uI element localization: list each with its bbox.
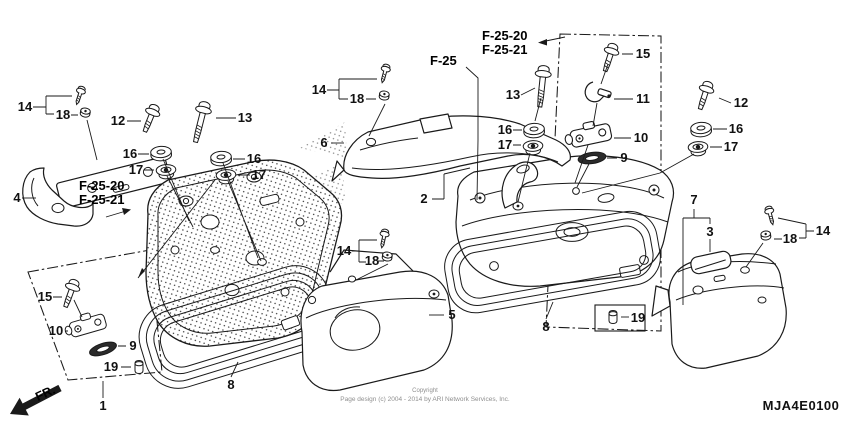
- callout-13-rear[interactable]: 13: [506, 87, 520, 102]
- part-14-screw-b: [377, 62, 392, 85]
- part-14-screw-c: [376, 227, 391, 250]
- callout-9-left[interactable]: 9: [129, 338, 136, 353]
- part-16-washer-a: [149, 145, 173, 162]
- part-14-screw-d: [763, 204, 778, 227]
- chain-box-group-1: [27, 249, 163, 381]
- callout-3[interactable]: 3: [706, 224, 713, 239]
- callout-15-left[interactable]: 15: [38, 289, 52, 304]
- callout-13-left[interactable]: 13: [238, 110, 252, 125]
- callout-5[interactable]: 5: [448, 307, 455, 322]
- part-19-plug-a: [134, 360, 144, 374]
- callout-17-rear-a[interactable]: 17: [498, 137, 512, 152]
- part-18-nut-c: [381, 250, 394, 263]
- part-16-washer-d: [689, 121, 713, 138]
- ref-f25-20-left[interactable]: F-25-20: [79, 178, 125, 193]
- callout-1[interactable]: 1: [99, 398, 106, 413]
- part-13-bolt-b: [531, 64, 553, 109]
- callout-7[interactable]: 7: [690, 192, 697, 207]
- callout-11[interactable]: 11: [636, 91, 650, 106]
- ref-f25[interactable]: F-25: [430, 53, 457, 68]
- leader-lines: [22, 53, 814, 398]
- part-19-plug-b: [608, 310, 618, 324]
- ref-arrow-f25-20-21-left: [105, 208, 131, 218]
- part-2-rear-cylinder-head-cover: [455, 155, 675, 287]
- part-10-bracket-a: [61, 308, 108, 340]
- callout-19-left[interactable]: 19: [104, 359, 118, 374]
- callout-18-center-top[interactable]: 18: [350, 91, 364, 106]
- part-14-screw-a: [71, 84, 88, 107]
- part-3-rubber-pad: [690, 250, 732, 275]
- callout-10-left[interactable]: 10: [49, 323, 63, 338]
- ref-arrow-f25-20-21-top: [538, 36, 566, 46]
- callout-4[interactable]: 4: [13, 190, 21, 205]
- part-15-bolt-b: [597, 40, 622, 74]
- callout-6[interactable]: 6: [320, 135, 327, 150]
- callout-14-top-left[interactable]: 14: [18, 99, 33, 114]
- fr-direction-arrow: FR.: [10, 383, 62, 416]
- callout-17-left-b[interactable]: 17: [252, 167, 266, 182]
- callout-9-rear[interactable]: 9: [620, 150, 627, 165]
- part-10-bracket-b: [562, 117, 613, 150]
- part-4-stay-bracket: [22, 167, 94, 227]
- callout-18-right[interactable]: 18: [783, 231, 797, 246]
- callout-17-left-a[interactable]: 17: [129, 162, 143, 177]
- part-18-nut-d: [760, 230, 772, 241]
- ref-f25-20-top[interactable]: F-25-20: [482, 28, 528, 43]
- callout-17-rear-b[interactable]: 17: [724, 139, 738, 154]
- callout-19-right[interactable]: 19: [631, 310, 645, 325]
- part-16-washer-b: [209, 150, 233, 167]
- part-9-gasket-a: [87, 338, 119, 360]
- part-front-cylinder-head-cover: [145, 159, 343, 347]
- callout-18-center[interactable]: 18: [365, 253, 379, 268]
- callout-15-rear[interactable]: 15: [636, 46, 650, 61]
- box-part-19: [594, 304, 646, 332]
- callout-12-rear[interactable]: 12: [734, 95, 748, 110]
- part-17-grommet-d: [687, 140, 709, 157]
- part-16-washer-c: [522, 122, 546, 139]
- callout-16-left-b[interactable]: 16: [247, 151, 261, 166]
- callout-18-top-left[interactable]: 18: [56, 107, 70, 122]
- diagram-code: MJA4E0100: [763, 398, 840, 413]
- part-11-clamp: [584, 81, 612, 103]
- callout-12-left[interactable]: 12: [111, 113, 125, 128]
- callout-10-rear[interactable]: 10: [634, 130, 648, 145]
- callout-2[interactable]: 2: [420, 191, 427, 206]
- fr-label: FR.: [33, 383, 57, 404]
- callout-14-center[interactable]: 14: [337, 243, 352, 258]
- callout-8-front[interactable]: 8: [227, 377, 234, 392]
- part-18-nut-b: [378, 89, 391, 102]
- part-7-rear-side-cover: [651, 253, 787, 369]
- ref-f25-21-top[interactable]: F-25-21: [482, 42, 528, 57]
- part-15-bolt-a: [57, 276, 83, 310]
- callout-14-center-top[interactable]: 14: [312, 82, 327, 97]
- part-6-top-shield: [331, 113, 571, 182]
- part-5-front-side-cover: [300, 249, 453, 392]
- ref-f25-21-left[interactable]: F-25-21: [79, 192, 125, 207]
- copyright-line1: Copyright: [412, 388, 438, 394]
- callout-14-right[interactable]: 14: [816, 223, 831, 238]
- part-12-bolt-b: [692, 78, 717, 112]
- copyright-line2: Page design (c) 2004 - 2014 by ARI Netwo…: [340, 396, 510, 403]
- callout-16-left-a[interactable]: 16: [123, 146, 137, 161]
- callout-8-rear[interactable]: 8: [542, 319, 549, 334]
- part-12-bolt-a: [137, 101, 164, 135]
- callout-16-rear-a[interactable]: 16: [498, 122, 512, 137]
- callout-16-rear-b[interactable]: 16: [729, 121, 743, 136]
- part-8-gasket-rear: [444, 210, 661, 314]
- part-13-bolt-a: [187, 99, 214, 145]
- part-18-nut-a: [79, 106, 92, 119]
